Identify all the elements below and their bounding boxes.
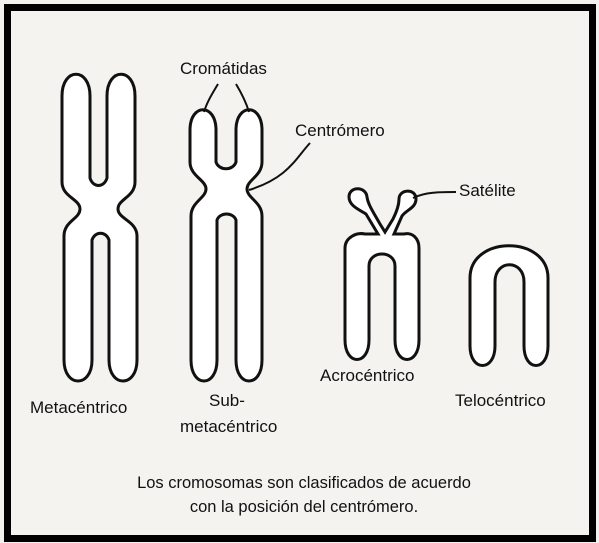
caption-line-2: con la posición del centrómero. (190, 498, 418, 516)
centromere-label: Centrómero (295, 121, 385, 140)
submetacentric-label-line2: metacéntrico (180, 417, 277, 436)
submetacentric-chromosome (188, 108, 264, 383)
centromere-pointer (248, 142, 311, 191)
chromatids-pointer-right (235, 83, 250, 113)
chromatids-label: Cromátidas (180, 59, 267, 78)
satellite-label: Satélite (459, 181, 516, 200)
caption-line-1: Los cromosomas son clasificados de acuer… (137, 474, 471, 492)
telocentric-label: Telocéntrico (455, 391, 546, 410)
telocentric-chromosome (468, 244, 550, 367)
chromatids-pointer-left (203, 83, 219, 113)
submetacentric-label-line1: Sub- (209, 391, 245, 410)
acrocentric-chromosome (343, 187, 421, 361)
acrocentric-label: Acrocéntrico (320, 366, 414, 385)
satellite-pointer (412, 191, 457, 199)
metacentric-chromosome (60, 72, 139, 383)
metacentric-label: Metacéntrico (30, 398, 127, 417)
